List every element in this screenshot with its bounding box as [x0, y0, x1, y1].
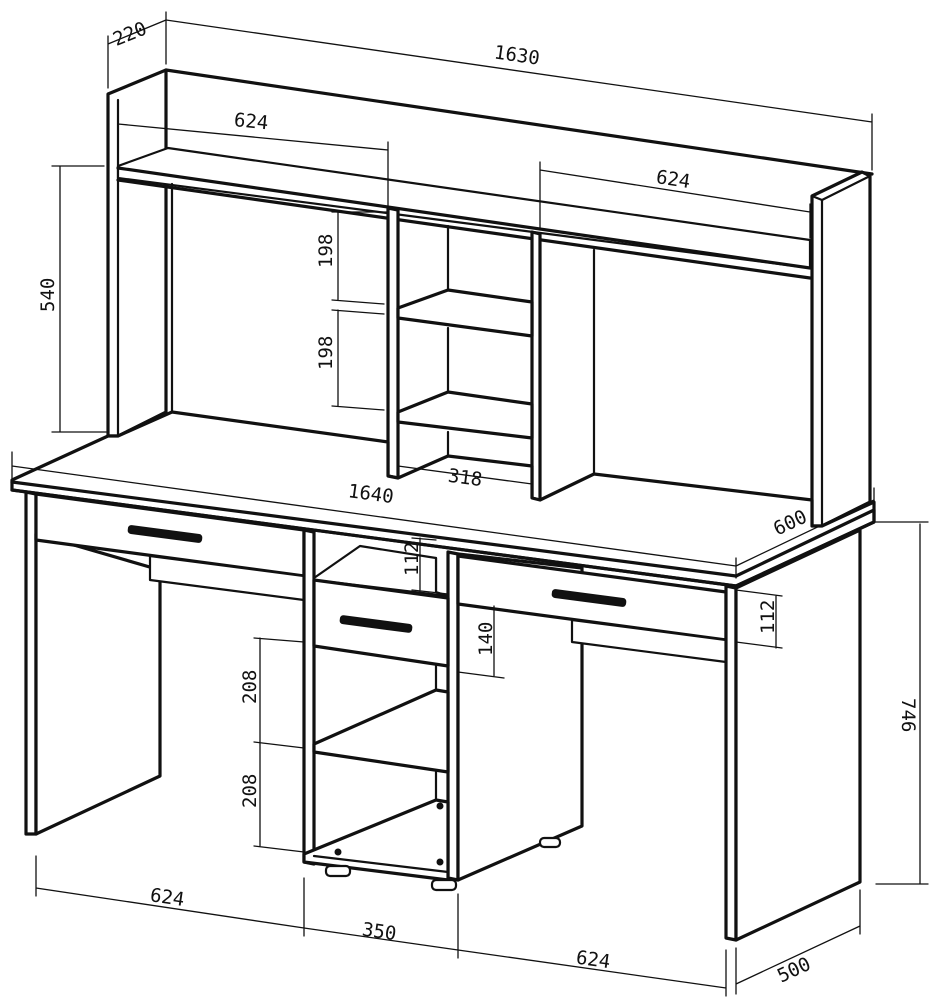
dim-208-upper-label: 208: [239, 670, 261, 704]
dim-140-label: 140: [475, 622, 497, 656]
dim-624-base-right: [457, 949, 727, 997]
left-leg-side: [34, 532, 162, 836]
dim-746-line: [875, 521, 929, 885]
hutch-center-shelf-lower-edge: [396, 420, 534, 440]
dim-624-hutch-right-label: 624: [655, 166, 692, 193]
cabinet-screw-1: [334, 848, 342, 856]
desktop-front-edge: [10, 480, 738, 578]
hutch-center-shelf-upper-edge: [396, 316, 534, 338]
hutch-center-left-panel: [386, 206, 400, 480]
cabinet-screw-3: [436, 858, 444, 866]
hutch-center-shelf-lower: [396, 390, 534, 440]
dim-624-hutch-right: [539, 161, 811, 239]
dim-624-hutch-left: [117, 115, 389, 207]
right-leg-side: [734, 528, 862, 942]
caster-2: [430, 878, 458, 892]
dim-1630-line: [165, 19, 873, 171]
desk-lower: [24, 490, 862, 942]
center-drawer-handle: [339, 615, 413, 633]
dim-112-right: [735, 589, 783, 649]
hutch-center-right-panel: [530, 230, 542, 502]
dim-198-lower-label: 198: [315, 336, 337, 370]
dim-1630-label: 1630: [493, 41, 541, 69]
dim-624-base-right-label: 624: [575, 947, 612, 974]
hutch-right-panel-top: [810, 174, 872, 202]
left-drawer-handle: [127, 525, 203, 543]
dim-112-center: [411, 537, 449, 595]
desk-top: [10, 410, 876, 588]
right-drawer-handle: [551, 589, 627, 607]
dim-208-lower: [253, 741, 305, 853]
dim-318-line: [397, 465, 533, 485]
hutch-top-shelf-lower: [116, 178, 812, 280]
dim-624-hutch-left-label: 624: [233, 109, 269, 134]
dim-746-label: 746: [897, 698, 919, 732]
hutch-left-panel: [106, 68, 168, 438]
dim-318-label: 318: [447, 465, 484, 491]
dim-198-lower: [331, 309, 385, 411]
dim-350-label: 350: [361, 919, 398, 946]
dim-1640-line: [11, 451, 737, 567]
cabinet-shelf: [312, 688, 450, 774]
dim-112-center-label: 112: [401, 542, 423, 576]
cabinet-screw-2: [436, 802, 444, 810]
dim-540-label: 540: [37, 278, 59, 312]
dim-140-line: [457, 603, 505, 679]
dim-220-line: [107, 11, 167, 89]
cabinet-floor-front: [312, 854, 450, 874]
cabinet-shelf-front: [312, 750, 450, 774]
dim-624-base-left-label: 624: [149, 884, 186, 911]
hutch-top-back-edge: [164, 68, 874, 176]
hutch-center-shelf-upper: [396, 288, 534, 338]
dim-198-upper-label: 198: [315, 234, 337, 268]
dim-208-upper: [253, 637, 305, 749]
caster-1: [324, 864, 352, 878]
dim-500-line: [735, 889, 861, 995]
hutch: [106, 68, 874, 528]
dim-540-line: [51, 165, 107, 433]
dim-600-line: [735, 487, 875, 579]
dimension-lines: [11, 11, 929, 997]
dim-112-right-label: 112: [757, 600, 779, 634]
dim-350-line: [303, 893, 459, 959]
cabinet-right-side: [456, 552, 584, 882]
dim-220-label: 220: [110, 18, 150, 51]
hutch-top-shelf-front: [116, 166, 812, 270]
caster-3: [538, 836, 562, 849]
dimension-labels: 220 1630 624 624 540 198 198 318 1640 60…: [37, 18, 919, 988]
dim-500-label: 500: [774, 953, 814, 987]
hutch-right-panel: [810, 170, 872, 528]
dim-198-upper: [331, 211, 389, 305]
hutch-top-shelf: [116, 146, 812, 270]
dim-624-base-left: [35, 855, 305, 937]
dim-208-lower-label: 208: [239, 774, 261, 808]
